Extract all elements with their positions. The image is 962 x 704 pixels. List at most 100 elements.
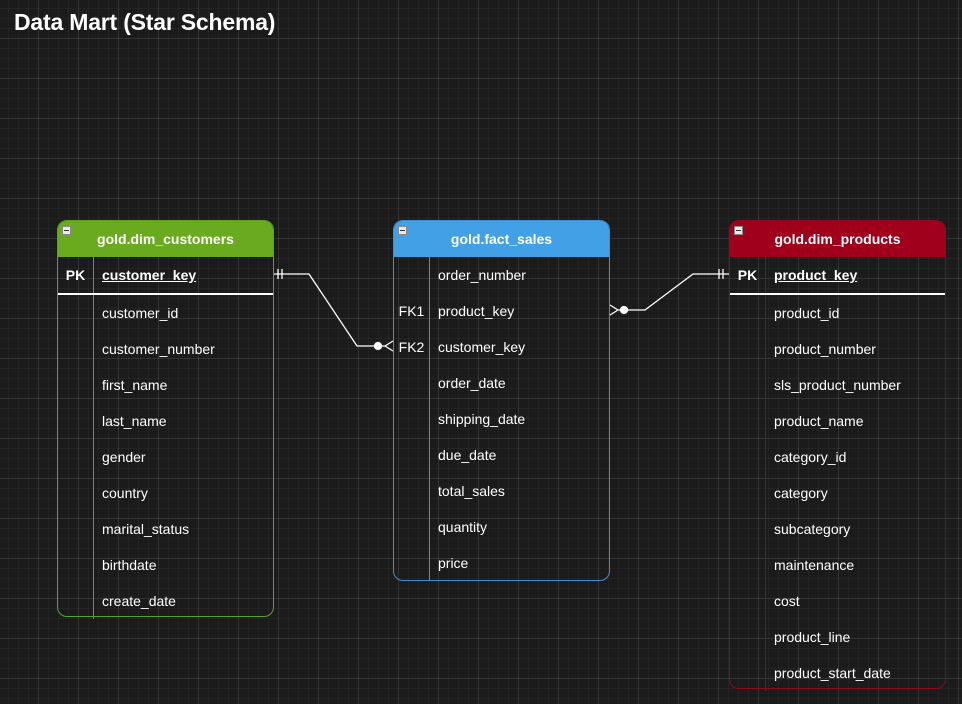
key-cell [394,473,430,509]
table-header[interactable]: gold.fact_sales [394,221,609,257]
key-cell [394,437,430,473]
zero-mark [373,341,383,351]
table-name: gold.fact_sales [450,231,553,247]
key-cell [58,475,94,511]
key-cell [730,547,766,583]
key-cell [730,511,766,547]
field-name: last_name [102,413,167,429]
table-row[interactable]: category [730,475,945,511]
field-name: price [438,555,469,571]
key-cell [730,655,766,691]
table-row[interactable]: country [58,475,273,511]
key-cell [730,331,766,367]
table-header[interactable]: gold.dim_products [730,221,945,257]
table-row[interactable]: maintenance [730,547,945,583]
table-row[interactable]: birthdate [58,547,273,583]
key-cell: FK1 [394,293,430,329]
key-cell [394,257,430,293]
table-header[interactable]: gold.dim_customers [58,221,273,257]
key-cell [730,403,766,439]
field-name: product_key [774,267,858,283]
table-row[interactable]: create_date [58,583,273,619]
table-row[interactable]: subcategory [730,511,945,547]
table-row[interactable]: quantity [394,509,609,545]
table-row[interactable]: cost [730,583,945,619]
field-name: product_id [774,305,840,321]
key-cell [730,619,766,655]
collapse-icon[interactable] [62,226,71,235]
field-name: first_name [102,377,168,393]
key-cell [58,367,94,403]
crowfoot-mark [609,309,619,316]
relationship-customers-sales[interactable] [274,269,394,352]
field-name: gender [102,449,146,465]
table-row[interactable]: product_start_date [730,655,945,691]
table-row[interactable]: order_date [394,365,609,401]
field-name: shipping_date [438,411,526,427]
field-name: product_line [774,629,851,645]
table-row[interactable]: product_id [730,295,945,331]
key-cell [730,583,766,619]
field-name: marital_status [102,521,190,537]
table-row[interactable]: sls_product_number [730,367,945,403]
table-row[interactable]: product_name [730,403,945,439]
table-row[interactable]: customer_id [58,295,273,331]
field-name: maintenance [774,557,855,573]
field-name: country [102,485,148,501]
table-row[interactable]: gender [58,439,273,475]
key-cell [58,511,94,547]
field-name: order_date [438,375,506,391]
field-name: product_number [774,341,876,357]
field-name: cost [774,593,800,609]
field-name: total_sales [438,483,505,499]
key-cell: PK [58,257,94,293]
table-fact-sales[interactable]: gold.fact_sales order_number FK1 product_… [393,220,610,581]
table-name: gold.dim_customers [97,231,234,247]
table-row[interactable]: customer_number [58,331,273,367]
field-name: category [774,485,828,501]
field-name: product_start_date [774,665,891,681]
diagram-title: Data Mart (Star Schema) [14,9,276,35]
table-row[interactable]: order_number [394,257,609,293]
zero-mark [619,305,629,315]
key-cell [58,331,94,367]
key-cell [58,295,94,331]
field-name: product_name [774,413,864,429]
key-cell [394,401,430,437]
key-cell [58,583,94,619]
field-name: birthdate [102,557,157,573]
field-name: subcategory [774,521,851,537]
table-row[interactable]: first_name [58,367,273,403]
field-name: quantity [438,519,488,535]
table-row[interactable]: due_date [394,437,609,473]
crowfoot-mark [384,340,394,347]
table-row[interactable]: product_number [730,331,945,367]
crowfoot-mark [384,345,394,352]
key-cell [394,509,430,545]
collapse-icon[interactable] [734,226,743,235]
table-row[interactable]: category_id [730,439,945,475]
field-name: order_number [438,267,526,283]
table-name: gold.dim_products [774,231,901,247]
field-name: product_key [438,303,515,319]
field-name: category_id [774,449,847,465]
table-row[interactable]: product_line [730,619,945,655]
table-row[interactable]: marital_status [58,511,273,547]
table-row[interactable]: price [394,545,609,581]
key-cell [730,367,766,403]
key-cell: FK2 [394,329,430,365]
table-row[interactable]: FK1 product_key [394,293,609,329]
table-row[interactable]: total_sales [394,473,609,509]
relationship-products-sales[interactable] [609,269,729,316]
key-cell [730,439,766,475]
collapse-icon[interactable] [398,226,407,235]
table-row[interactable]: last_name [58,403,273,439]
table-row[interactable]: shipping_date [394,401,609,437]
key-cell [394,545,430,581]
key-cell [58,403,94,439]
